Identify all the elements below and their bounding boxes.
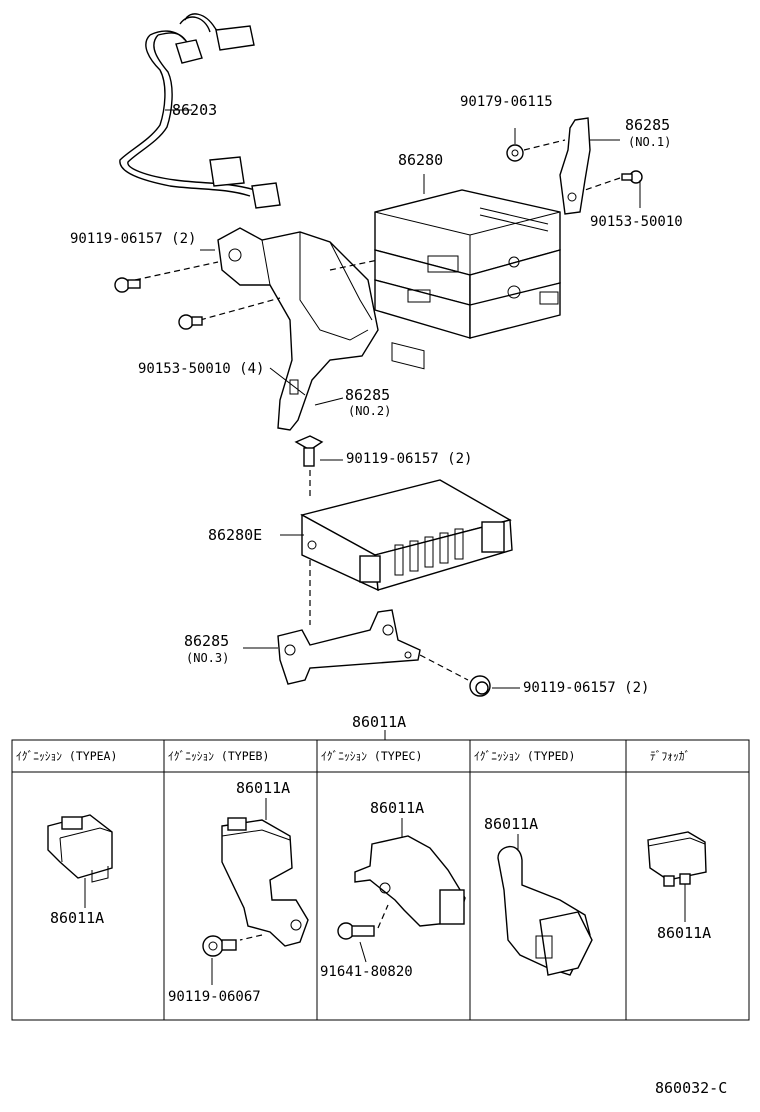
label-harness: 86203 — [172, 101, 218, 119]
label-bolt-left: 90119-06157 (2) — [70, 231, 197, 247]
amp-unit-86280E — [300, 479, 513, 592]
cell-c-extra: 91641-80820 — [320, 964, 413, 980]
label-bracket-no3-sub: (NO.3) — [186, 651, 230, 665]
label-bolt-top: 90179-06115 — [460, 94, 553, 110]
cell-b-extra: 90119-06067 — [168, 989, 261, 1005]
label-amp-unit: 86280E — [208, 526, 263, 544]
label-bolt-mid: 90119-06157 (2) — [346, 451, 473, 467]
bolt-bottom — [469, 675, 491, 697]
main-unit-86280 — [374, 189, 561, 370]
cell-d-part: 86011A — [484, 815, 539, 833]
label-bracket-no2-sub: (NO.2) — [348, 404, 392, 418]
label-bracket-no3-part: 86285 — [184, 632, 230, 650]
bolt-mid — [294, 435, 324, 467]
label-bracket-no1-sub: (NO.1) — [628, 135, 672, 149]
table-header-type-c: ｲｸﾞﾆｯｼｮﾝ (TYPEC) — [321, 749, 423, 763]
screw-right — [621, 170, 643, 208]
label-screw-left: 90153-50010 (4) — [138, 361, 265, 377]
relay-defogger — [647, 831, 707, 922]
label-screw-right: 90153-50010 — [590, 214, 683, 230]
table-header-type-a: ｲｸﾞﾆｯｼｮﾝ (TYPEA) — [16, 749, 118, 763]
label-bracket-no1-part: 86285 — [625, 116, 671, 134]
relay-type-b — [202, 798, 309, 985]
leader-lines — [200, 139, 620, 740]
label-bracket-no2-part: 86285 — [345, 386, 391, 404]
nut-90179 — [506, 128, 524, 162]
table-title: 86011A — [352, 713, 407, 731]
bolt-left — [114, 277, 141, 293]
label-main-unit: 86280 — [398, 151, 444, 169]
wire-harness — [119, 13, 281, 209]
cell-c-part: 86011A — [370, 799, 425, 817]
bracket-no2 — [217, 227, 379, 431]
relay-type-a — [47, 814, 113, 908]
bracket-no3 — [277, 609, 421, 685]
cell-a-part: 86011A — [50, 909, 105, 927]
cell-b-part: 86011A — [236, 779, 291, 797]
relay-type-c — [337, 818, 466, 963]
table-header-defogger: ﾃﾞﾌｫｯｶﾞ — [650, 749, 691, 763]
diagram-code: 860032-C — [655, 1079, 728, 1097]
variants-table — [11, 739, 750, 1021]
relay-type-d — [497, 834, 593, 976]
table-header-type-d: ｲｸﾞﾆｯｼｮﾝ (TYPED) — [474, 749, 576, 763]
screw-left — [178, 314, 203, 330]
bracket-no1 — [559, 117, 591, 215]
table-header-type-b: ｲｸﾞﾆｯｼｮﾝ (TYPEB) — [168, 749, 270, 763]
label-bolt-bottom: 90119-06157 (2) — [523, 680, 650, 696]
cell-defogger-part: 86011A — [657, 924, 712, 942]
